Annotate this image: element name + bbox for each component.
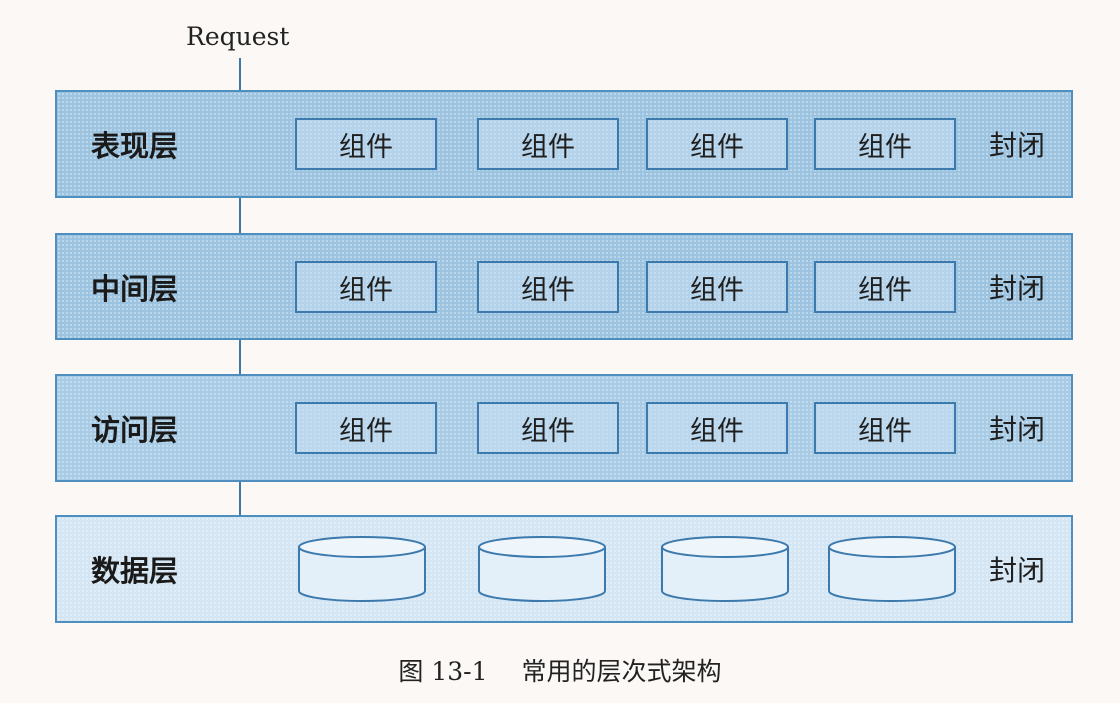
component-box: 组件 (814, 118, 956, 170)
data-layer: 数据层 封闭 (55, 515, 1073, 623)
middle-layer: 中间层 组件 组件 组件 组件 封闭 (55, 233, 1073, 340)
closed-label: 封闭 (988, 554, 1045, 587)
caption-number: 图 13-1 (398, 657, 488, 686)
caption-title: 常用的层次式架构 (521, 657, 722, 686)
component-box: 组件 (814, 402, 956, 454)
request-label: Request (186, 22, 290, 51)
component-box: 组件 (295, 261, 437, 313)
access-layer: 访问层 组件 组件 组件 组件 封闭 (55, 374, 1073, 482)
layer-name: 表现层 (91, 129, 179, 163)
database-icon (660, 535, 790, 603)
component-box: 组件 (477, 118, 619, 170)
component-box: 组件 (295, 402, 437, 454)
component-box: 组件 (477, 402, 619, 454)
component-box: 组件 (814, 261, 956, 313)
component-box: 组件 (477, 261, 619, 313)
database-icon (827, 535, 957, 603)
database-icon (477, 535, 607, 603)
layer-name: 数据层 (91, 554, 179, 588)
layer-name: 访问层 (91, 413, 179, 447)
component-box: 组件 (295, 118, 437, 170)
presentation-layer: 表现层 组件 组件 组件 组件 封闭 (55, 90, 1073, 198)
component-box: 组件 (646, 402, 788, 454)
closed-label: 封闭 (988, 129, 1045, 162)
database-icon (297, 535, 427, 603)
layer-name: 中间层 (91, 271, 179, 306)
closed-label: 封闭 (988, 413, 1045, 446)
figure-caption: 图 13-1 常用的层次式架构 (0, 652, 1120, 688)
component-box: 组件 (646, 118, 788, 170)
component-box: 组件 (646, 261, 788, 313)
closed-label: 封闭 (988, 271, 1045, 305)
